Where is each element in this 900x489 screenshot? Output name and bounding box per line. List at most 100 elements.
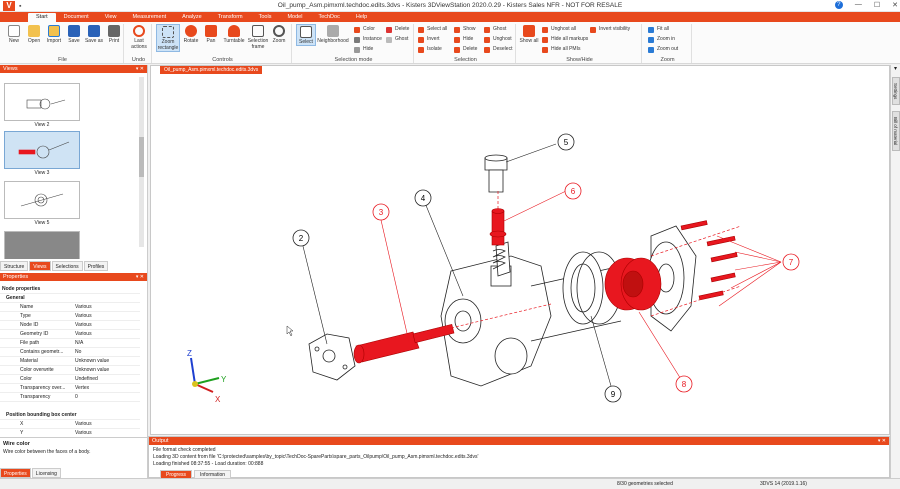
balloon-5[interactable]: 5: [557, 133, 575, 151]
document-tab[interactable]: Oil_pump_Asm.pimxml.techdoc.edits.3dvs: [160, 66, 263, 74]
balloon-7[interactable]: 7: [782, 253, 800, 271]
deselect-button[interactable]: Deselect: [484, 45, 512, 54]
tab-techdoc[interactable]: TechDoc: [318, 14, 340, 20]
view-thumb-next[interactable]: [4, 231, 80, 259]
tab-profiles[interactable]: Profiles: [83, 261, 109, 271]
property-row[interactable]: Contains geometr...No: [0, 348, 140, 357]
mode-color-button[interactable]: Color: [354, 25, 375, 34]
sel-hide-button[interactable]: Hide: [454, 35, 473, 44]
hide-all-pmis-button[interactable]: Hide all PMIs: [542, 45, 580, 54]
import-button[interactable]: Import: [44, 24, 64, 44]
tab-structure[interactable]: Structure: [0, 261, 29, 271]
balloon-2[interactable]: 2: [292, 229, 310, 247]
turntable-button[interactable]: Turntable: [221, 24, 247, 44]
part-5-plug[interactable]: [484, 154, 508, 193]
open-button[interactable]: Open: [24, 24, 44, 44]
help-icon[interactable]: ?: [834, 1, 843, 9]
select-button[interactable]: Select: [296, 24, 316, 46]
save-button[interactable]: Save: [64, 24, 84, 44]
balloon-3[interactable]: 3: [372, 203, 390, 221]
show-all-button[interactable]: Show all: [519, 24, 539, 44]
sidebar-toggle-icon[interactable]: ▾: [893, 66, 897, 72]
general-section[interactable]: General: [0, 294, 140, 303]
mode-hide-button[interactable]: Hide: [354, 45, 373, 54]
sel-delete-button[interactable]: Delete: [454, 45, 477, 54]
tab-selections[interactable]: Selections: [51, 261, 83, 271]
minimize-button[interactable]: —: [854, 1, 862, 8]
tab-analyze[interactable]: Analyze: [182, 14, 202, 20]
property-row[interactable]: Transparency over...Vertex: [0, 384, 140, 393]
view-thumb-2[interactable]: [4, 83, 80, 121]
select-all-button[interactable]: Select all: [418, 25, 447, 34]
tab-bill-of-material[interactable]: Bill of material: [892, 111, 900, 151]
view-thumb-3[interactable]: [4, 131, 80, 169]
save-as-button[interactable]: Save as: [84, 24, 104, 44]
zoom-button[interactable]: Zoom: [269, 24, 289, 44]
part-8-ring[interactable]: [604, 257, 662, 311]
bbox-section[interactable]: Position bounding box center: [0, 411, 140, 420]
show-button[interactable]: Show: [454, 25, 476, 34]
unghost-all-button[interactable]: Unghost all: [542, 25, 576, 34]
balloon-6[interactable]: 6: [564, 182, 582, 200]
balloon-4[interactable]: 4: [414, 189, 432, 207]
part-6-valve[interactable]: [489, 208, 507, 246]
hide-all-markups-button[interactable]: Hide all markups: [542, 35, 588, 44]
unghost-button[interactable]: Unghost: [484, 35, 512, 44]
viewport-3d[interactable]: 2 3 4 5 6 7 8 9 Z X Y: [150, 65, 890, 435]
part-2-flange[interactable]: [308, 333, 356, 381]
tab-properties[interactable]: Properties: [0, 468, 31, 478]
tab-licensing[interactable]: Licensing: [31, 468, 61, 478]
neighborhood-button[interactable]: Neighborhood: [317, 24, 349, 44]
save-quick-icon[interactable]: ▪: [19, 2, 22, 10]
pan-button[interactable]: Pan: [201, 24, 221, 44]
part-3-shaft[interactable]: [353, 323, 455, 364]
maximize-button[interactable]: ☐: [873, 2, 881, 9]
rotate-button[interactable]: Rotate: [181, 24, 201, 44]
model-drawing[interactable]: 2 3 4 5 6 7 8 9 Z X Y: [151, 66, 891, 436]
app-logo-icon[interactable]: V: [3, 1, 15, 11]
tab-views[interactable]: Views: [29, 261, 51, 271]
print-button[interactable]: Print: [104, 24, 124, 44]
properties-pin-icon[interactable]: ▾ ✕: [135, 274, 144, 280]
invert-visibility-button[interactable]: Invert visibility: [590, 25, 630, 34]
tab-settings-side[interactable]: Settings: [892, 77, 900, 105]
tab-start[interactable]: Start: [28, 13, 56, 22]
fit-all-button[interactable]: Fit all: [648, 25, 669, 34]
tab-model[interactable]: Model: [287, 14, 303, 20]
mode-ghost-button[interactable]: Ghost: [386, 35, 408, 44]
view-thumb-5[interactable]: [4, 181, 80, 219]
mode-delete-button[interactable]: Delete: [386, 25, 409, 34]
output-pin-icon[interactable]: ▾ ✕: [877, 438, 886, 444]
node-properties-section[interactable]: Node properties: [0, 285, 140, 294]
sel-ghost-button[interactable]: Ghost: [484, 25, 506, 34]
zoom-out-button[interactable]: Zoom out: [648, 45, 678, 54]
isolate-button[interactable]: Isolate: [418, 45, 442, 54]
tab-document[interactable]: Document: [63, 14, 89, 20]
tab-help[interactable]: Help: [355, 14, 368, 20]
zoom-rectangle-button[interactable]: Zoom rectangle: [156, 24, 180, 52]
mode-instance-button[interactable]: Instance: [354, 35, 382, 44]
tab-tools[interactable]: Tools: [258, 14, 272, 20]
tab-transform[interactable]: Transform: [217, 14, 243, 20]
part-9-gear[interactable]: [562, 251, 622, 325]
tab-measurement[interactable]: Measurement: [132, 14, 167, 20]
selection-frame-button[interactable]: Selection frame: [247, 24, 269, 50]
invert-button[interactable]: Invert: [418, 35, 440, 44]
balloon-8[interactable]: 8: [675, 375, 693, 393]
last-actions-button[interactable]: Last actions: [129, 24, 149, 50]
balloon-9[interactable]: 9: [604, 385, 622, 403]
new-button[interactable]: New: [4, 24, 24, 44]
views-scrollbar[interactable]: [139, 77, 144, 247]
tab-view[interactable]: View: [104, 14, 117, 20]
